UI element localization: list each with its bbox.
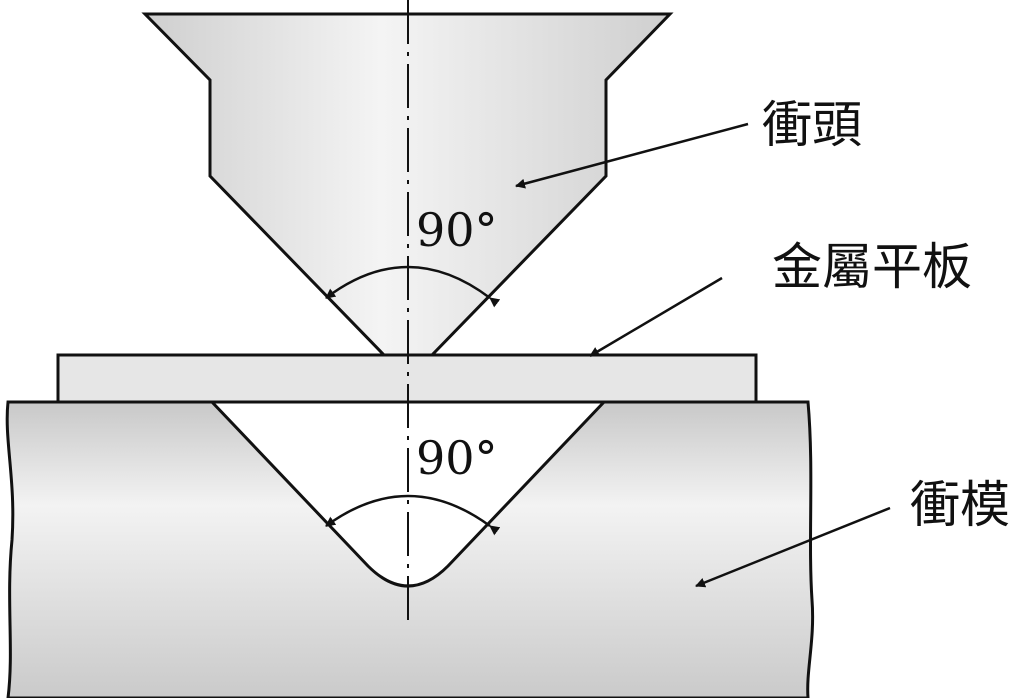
punch-body <box>141 12 674 357</box>
sheet-leader-arrow <box>589 276 723 358</box>
punch-angle-arc <box>325 265 501 308</box>
punch-angle-label: 90° <box>416 203 498 257</box>
sheet-label: 金屬平板 <box>772 238 972 296</box>
punch-leader-arrow <box>515 122 749 189</box>
die-leader-arrow <box>695 506 891 588</box>
punch-label: 衝頭 <box>762 96 862 154</box>
die-block <box>5 400 815 698</box>
die-label: 衝模 <box>910 476 1010 534</box>
die-angle-label: 90° <box>416 431 498 485</box>
die-angle-arc <box>325 494 501 536</box>
